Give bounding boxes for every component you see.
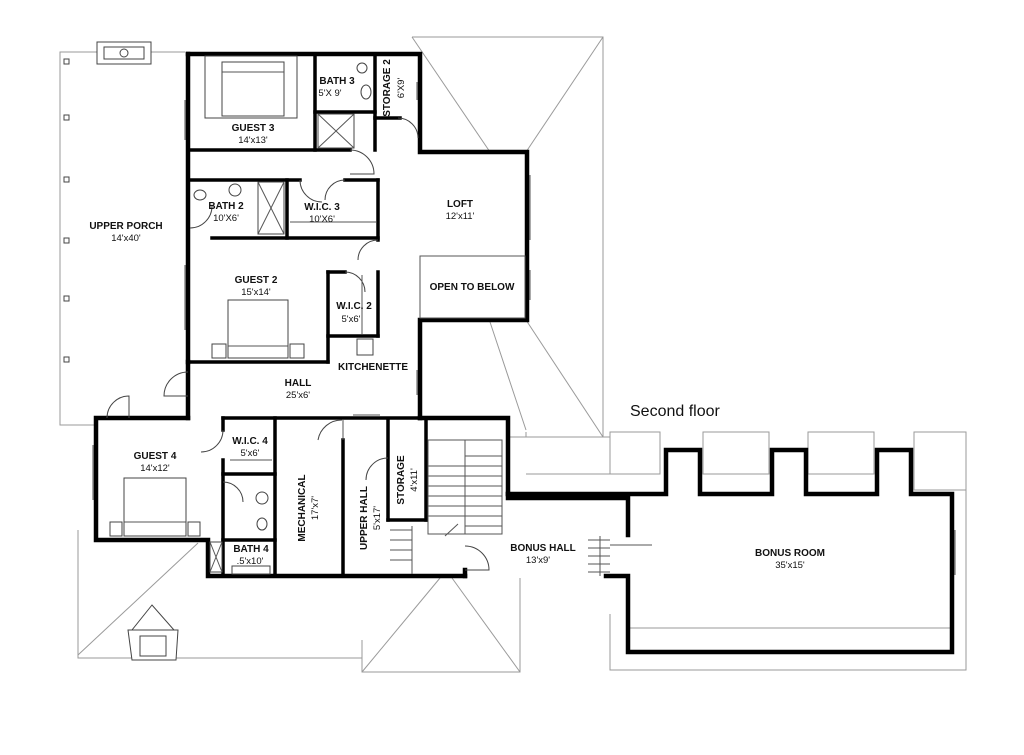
wic4-size: 5'x6' [241,448,260,459]
interior-walls [186,52,428,578]
wic2-name: W.I.C. 2 [336,301,372,312]
bath3-name: BATH 3 [319,76,355,87]
wic3-size: 10'X6' [309,214,335,225]
plan-title: Second floor [630,403,721,420]
storage2-size: 6'X9' [396,78,407,99]
kitchenette-label: KITCHENETTE [338,362,408,373]
loft-name: LOFT [447,199,473,210]
upper-porch-name: UPPER PORCH [89,221,162,232]
storage-size: 4'x11' [409,468,420,492]
bath4-name: BATH 4 [233,544,269,555]
mechanical-name: MECHANICAL [297,474,308,541]
wic3-name: W.I.C. 3 [304,202,340,213]
bath2-size: 10'X6' [213,213,239,224]
mechanical-size: 17'x7' [310,496,321,520]
guest2-name: GUEST 2 [235,275,278,286]
hall-name: HALL [285,378,312,389]
guest2-size: 15'x14' [241,287,271,298]
roof-outlines [59,36,967,673]
upper-porch-size: 14'x40' [111,233,141,244]
guest4-name: GUEST 4 [134,451,177,462]
room-labels: Second floor UPPER PORCH 14'x40' GUEST 3… [89,59,825,571]
exterior-walls [93,51,955,655]
guest3-size: 14'x13' [238,135,268,146]
bonus-hall-size: 13'x9' [526,555,550,566]
storage2-name: STORAGE 2 [382,59,393,117]
bonus-hall-name: BONUS HALL [510,543,576,554]
bonus-room-name: BONUS ROOM [755,548,825,559]
open-to-below-label: OPEN TO BELOW [430,282,515,293]
guest3-name: GUEST 3 [232,123,275,134]
bath4-size: .5'x10' [237,556,264,567]
wic4-name: W.I.C. 4 [232,436,268,447]
guest4-size: 14'x12' [140,463,170,474]
hall-size: 25'x6' [286,390,310,401]
stair-treads [390,455,652,576]
loft-size: 12'x11' [446,211,475,222]
upper-hall-size: 5'x17' [372,506,383,530]
wic2-size: 5'x6' [342,314,361,325]
details [92,55,956,576]
storage-name: STORAGE [396,455,407,505]
bath3-size: 5'X 9' [318,88,341,99]
bath2-name: BATH 2 [208,201,244,212]
upper-hall-name: UPPER HALL [359,486,370,550]
bonus-room-size: 35'x15' [775,560,805,571]
